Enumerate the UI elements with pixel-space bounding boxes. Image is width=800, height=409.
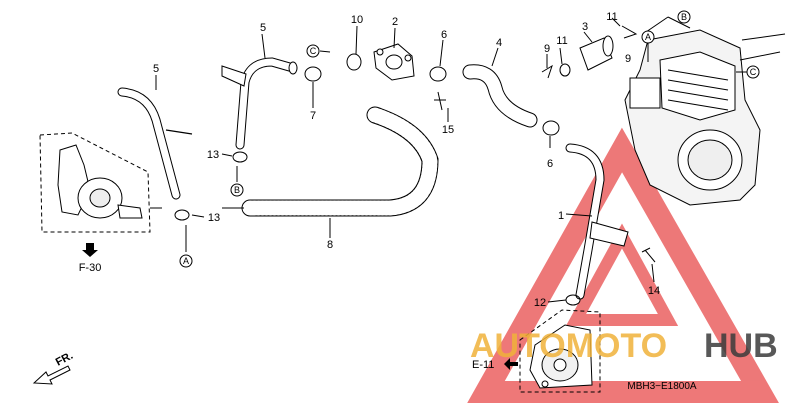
svg-text:C: C bbox=[750, 67, 757, 77]
svg-text:B: B bbox=[234, 185, 240, 195]
callout-circle-b-mid: B bbox=[230, 183, 244, 197]
hose-4 bbox=[462, 64, 538, 128]
watermark-triangle bbox=[467, 127, 779, 403]
front-arrow: FR. bbox=[32, 350, 75, 385]
label-5a: 5 bbox=[153, 63, 159, 75]
svg-text:B: B bbox=[681, 12, 687, 22]
callout-circle-c-left: C bbox=[306, 44, 320, 58]
pipe-5-left bbox=[117, 87, 193, 200]
label-12: 12 bbox=[534, 297, 546, 309]
callout-circle-a-right: A bbox=[641, 30, 655, 44]
svg-text:A: A bbox=[645, 32, 651, 42]
svg-text:A: A bbox=[183, 256, 189, 266]
label-8: 8 bbox=[327, 239, 333, 251]
part-labels: 5 5 10 2 6 4 3 11 11 9 9 13 13 7 15 6 1 … bbox=[153, 11, 660, 309]
label-2: 2 bbox=[392, 16, 398, 28]
pipe-1 bbox=[565, 143, 629, 300]
leader-lines bbox=[150, 16, 748, 303]
label-6b: 6 bbox=[547, 158, 553, 170]
label-10: 10 bbox=[351, 14, 363, 26]
hose-8 bbox=[241, 106, 439, 217]
svg-text:AUTOMOTO: AUTOMOTO bbox=[470, 327, 667, 365]
callout-circle-c-right: C bbox=[746, 65, 760, 79]
label-15: 15 bbox=[442, 124, 454, 136]
svg-text:C: C bbox=[310, 46, 317, 56]
water-pump-left bbox=[39, 132, 151, 233]
engine-block bbox=[624, 29, 786, 206]
watermark-text: AUTOMOTO HUB bbox=[470, 327, 778, 365]
water-pump-bottom bbox=[519, 309, 601, 393]
label-14: 14 bbox=[648, 285, 660, 297]
ref-e11: E-11 bbox=[472, 358, 518, 371]
small-parts bbox=[174, 25, 656, 306]
svg-text:HUB: HUB bbox=[704, 327, 778, 365]
label-3: 3 bbox=[582, 21, 588, 33]
label-7: 7 bbox=[310, 110, 316, 122]
diagram-code: MBH3−E1800A bbox=[627, 381, 697, 392]
label-5b: 5 bbox=[260, 22, 266, 34]
thermostat-housing-2 bbox=[373, 43, 415, 81]
label-13a: 13 bbox=[207, 149, 219, 161]
label-11b: 11 bbox=[606, 11, 617, 23]
pipe-5-top bbox=[221, 57, 298, 150]
label-6a: 6 bbox=[441, 29, 447, 41]
svg-text:E-11: E-11 bbox=[472, 359, 494, 371]
label-9a: 9 bbox=[544, 43, 550, 55]
svg-text:FR.: FR. bbox=[54, 350, 75, 369]
ref-f30: F-30 bbox=[79, 243, 102, 274]
svg-text:F-30: F-30 bbox=[79, 262, 102, 274]
label-4: 4 bbox=[496, 37, 502, 49]
label-11a: 11 bbox=[556, 35, 567, 47]
label-9b: 9 bbox=[625, 53, 631, 65]
callout-circle-b-top: B bbox=[677, 10, 691, 24]
callout-circle-a-left: A bbox=[179, 254, 193, 268]
label-13b: 13 bbox=[208, 212, 220, 224]
label-1: 1 bbox=[558, 210, 564, 222]
